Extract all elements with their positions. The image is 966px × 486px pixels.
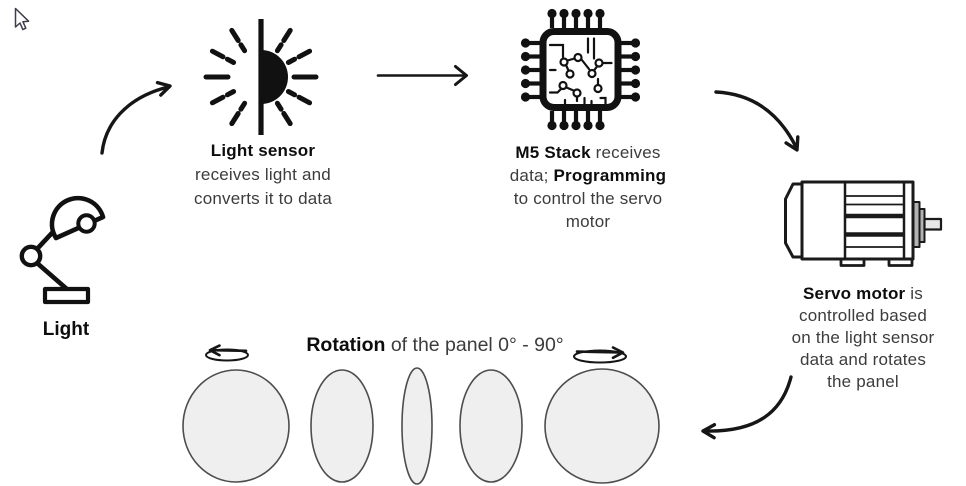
servo-motor-caption-bold: Servo motor: [803, 284, 906, 303]
light-label: Light: [42, 319, 90, 340]
light-sensor-caption-bold: Light sensor: [210, 141, 316, 160]
arrow-sensor-to-m5: [376, 65, 468, 86]
m5-stack-caption-bold: M5 Stack: [515, 143, 591, 162]
arrow-light-to-sensor: [100, 80, 172, 155]
panel-ellipse-30deg: [310, 369, 374, 483]
panel-ellipse-0deg: [182, 369, 290, 483]
rotation-label: Rotation of the panel 0° - 90°: [306, 334, 564, 356]
light-sensor-icon: [203, 19, 319, 135]
light-sensor-caption-line3: converts it to data: [194, 189, 332, 208]
programming-caption-bold: Programming: [553, 166, 667, 185]
servo-motor-caption: Servo motor is controlled based on the l…: [791, 284, 935, 391]
electric-motor-icon: [784, 180, 943, 267]
panel-ellipse-60deg: [459, 369, 523, 483]
microchip-icon: [520, 8, 641, 131]
panel-ellipse-90deg: [401, 367, 433, 485]
arrow-servo-to-panel: [701, 375, 793, 440]
m5-stack-caption: M5 Stack receives data; Programming to c…: [509, 143, 667, 231]
arrow-m5-to-servo: [714, 90, 800, 152]
panel-rotation-sequence: [182, 367, 660, 485]
rotate-left-icon: [205, 344, 249, 362]
panel-ellipse-back-0deg: [544, 368, 660, 484]
rotate-right-icon: [573, 346, 627, 364]
light-sensor-caption: Light sensor receives light and converts…: [168, 139, 358, 211]
mouse-pointer-icon: [14, 7, 30, 31]
desk-lamp-icon: [19, 195, 106, 305]
light-sensor-caption-line2: receives light and: [195, 165, 331, 184]
